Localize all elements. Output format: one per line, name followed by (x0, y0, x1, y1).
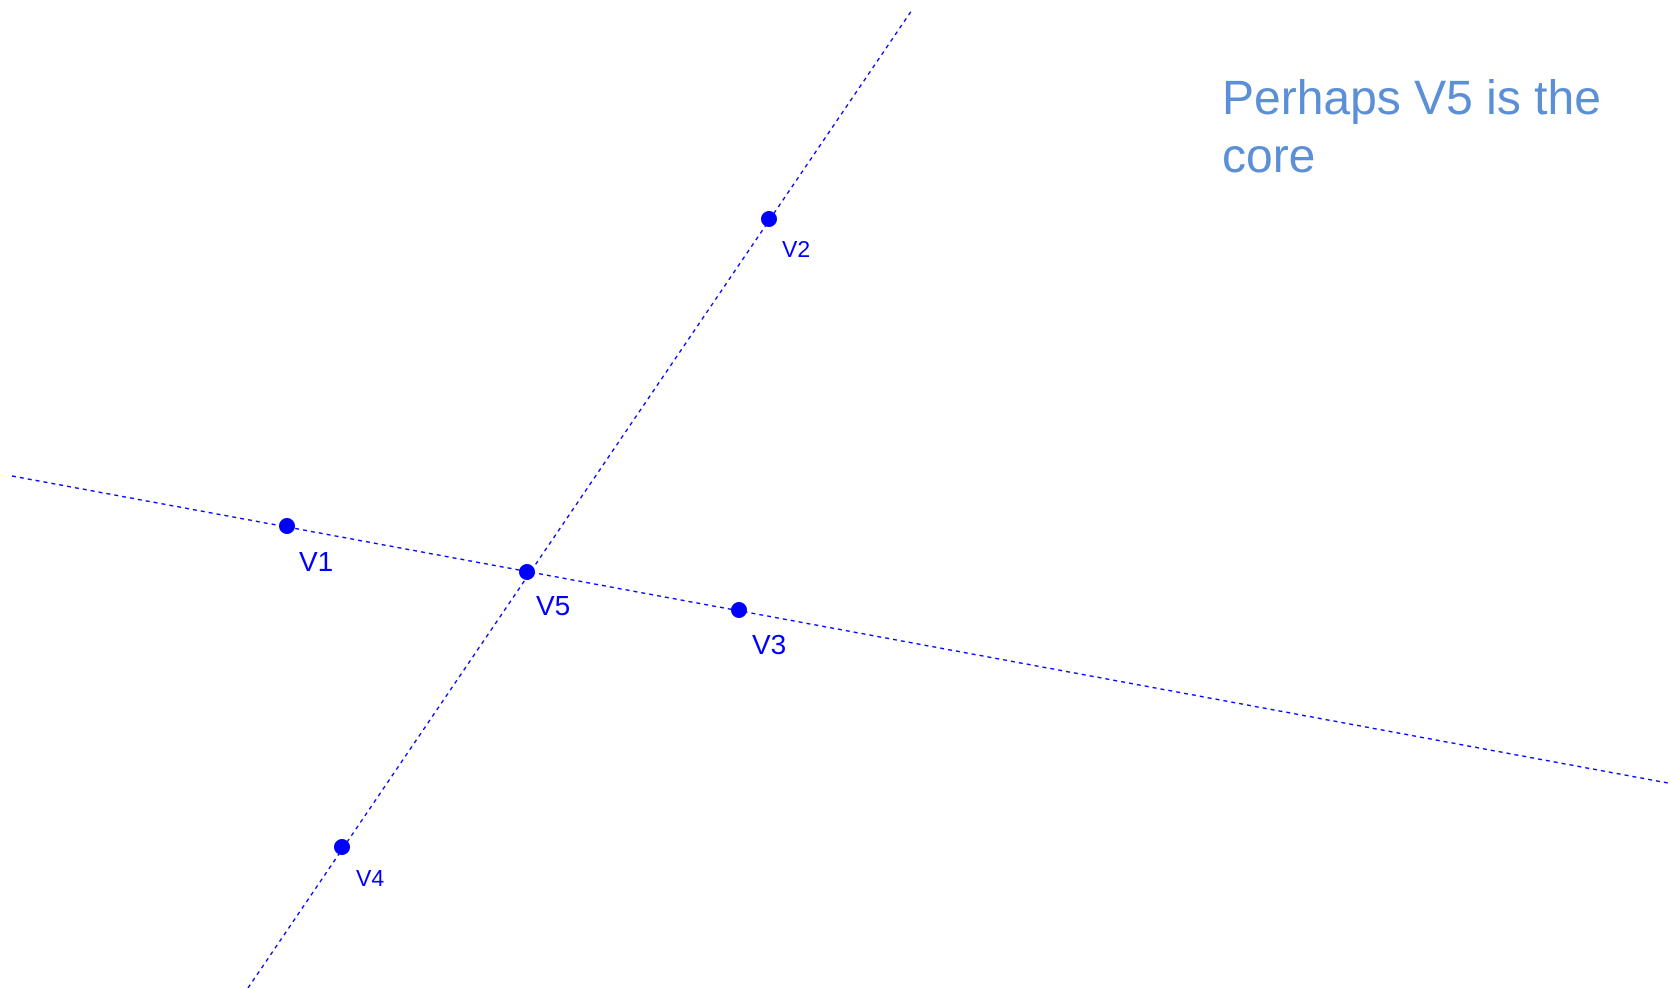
point-v5 (519, 564, 535, 580)
point-v1 (279, 518, 295, 534)
caption-text: Perhaps V5 is the core (1222, 72, 1601, 183)
point-label-v2: V2 (782, 236, 810, 262)
point-label-v1: V1 (299, 546, 333, 577)
point-v3 (731, 602, 747, 618)
point-v2 (761, 211, 777, 227)
point-label-v4: V4 (356, 865, 384, 891)
point-v4 (334, 839, 350, 855)
point-label-v3: V3 (752, 629, 786, 660)
point-label-v5: V5 (536, 590, 570, 621)
line-v1-v5-v3 (11, 475, 1669, 784)
line-v4-v5-v2 (247, 9, 913, 988)
